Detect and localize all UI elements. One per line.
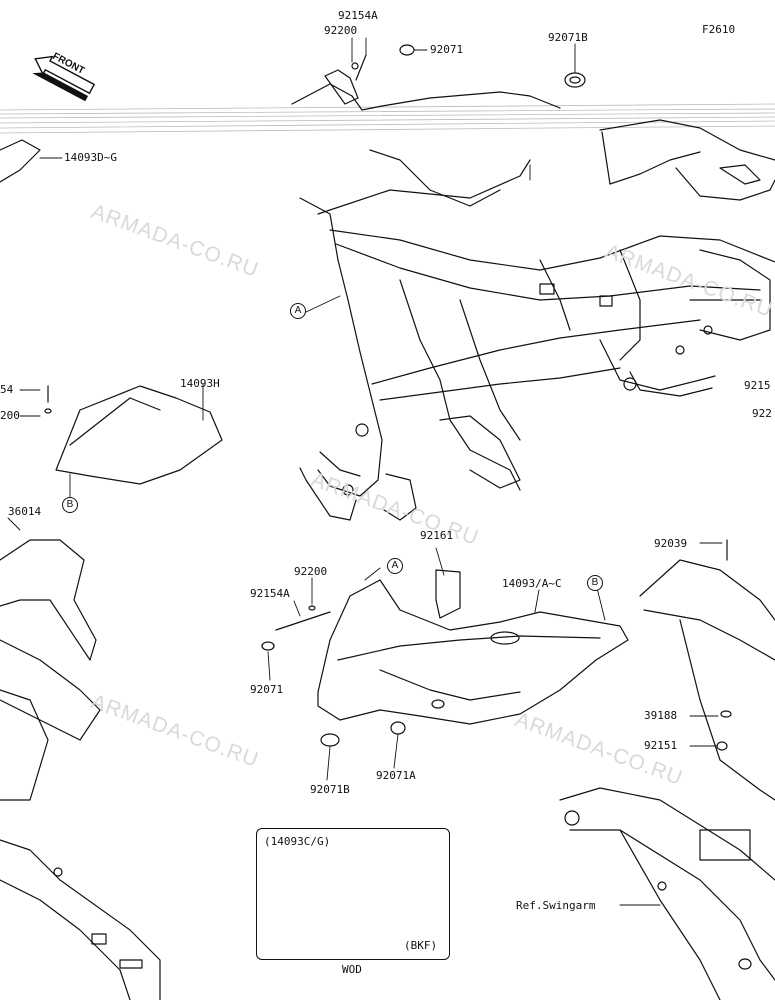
variant-inset-box — [256, 828, 450, 960]
part-label-92200-top: 92200 — [324, 24, 358, 37]
part-label-92161: 92161 — [420, 529, 454, 542]
callout-a: A — [387, 558, 403, 574]
part-label-92154A-mid: 92154A — [250, 587, 290, 600]
part-label-92200-mid: 92200 — [294, 565, 328, 578]
part-label-14093D-G: 14093D~G — [64, 151, 117, 164]
leader-lines — [7, 37, 723, 906]
rear-frame-swingarm — [559, 539, 775, 1000]
part-label-36014: 36014 — [8, 505, 42, 518]
front-arrow-icon — [32, 55, 96, 102]
part-label-left-cut-200: 200 — [0, 409, 20, 422]
part-label-39188: 39188 — [644, 709, 678, 722]
top-seat-bracket — [291, 44, 586, 111]
inset-color-code: WOD — [342, 963, 362, 976]
part-label-92151: 92151 — [644, 739, 678, 752]
upper-right-cowl — [599, 119, 775, 201]
lower-cowl-14093AC — [261, 569, 629, 747]
side-cover-14093H — [44, 385, 223, 485]
part-label-right-cut-9215: 9215 — [744, 379, 771, 392]
part-label-92071B-bottom: 92071B — [310, 783, 350, 796]
part-label-92039: 92039 — [654, 537, 688, 550]
callout-b: B — [587, 575, 603, 591]
callout-a: A — [290, 303, 306, 319]
callout-b: B — [62, 497, 78, 513]
part-label-92071-mid: 92071 — [250, 683, 284, 696]
part-label-92154A-top: 92154A — [338, 9, 378, 22]
front-fender-36014 — [0, 539, 101, 801]
part-label-right-cut-922: 922 — [752, 407, 772, 420]
scan-noise-band — [0, 103, 775, 134]
figure-code: F2610 — [702, 23, 736, 36]
part-label-92071A: 92071A — [376, 769, 416, 782]
part-label-92071B-top: 92071B — [548, 31, 588, 44]
lower-left-frame — [0, 839, 161, 1000]
part-label-92071-top: 92071 — [430, 43, 464, 56]
main-frame — [299, 149, 775, 521]
inset-part-reference: (14093C/G) — [264, 835, 331, 848]
part-label-14093H: 14093H — [180, 377, 220, 390]
inset-variant-code: (BKF) — [404, 939, 438, 952]
part-label-ref-swingarm: Ref.Swingarm — [516, 899, 596, 912]
part-label-14093-A-C: 14093/A~C — [502, 577, 562, 590]
part-label-left-cut-54: 54 — [0, 383, 14, 396]
upper-left-cowl — [0, 139, 41, 183]
